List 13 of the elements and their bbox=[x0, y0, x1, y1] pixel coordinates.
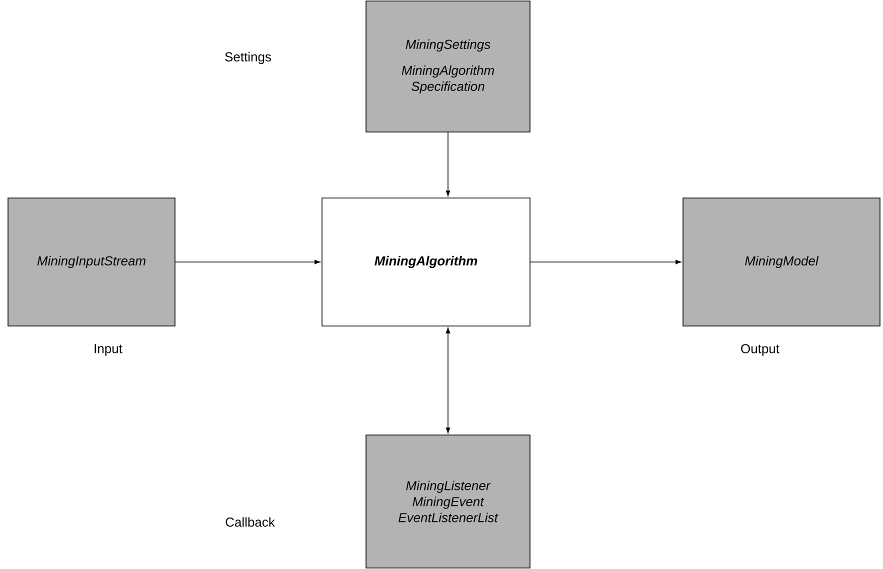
arrow bbox=[530, 260, 682, 264]
class-box: MiningSettings MiningAlgorithm Specification bbox=[366, 0, 530, 132]
arrow bbox=[446, 328, 450, 434]
side-label: Output bbox=[741, 344, 780, 356]
side-label: Settings bbox=[225, 52, 272, 64]
class-box: MiningListener MiningEvent EventListenerList bbox=[366, 434, 530, 568]
class-box: MiningModel bbox=[682, 198, 880, 326]
class-box: MiningInputStream bbox=[8, 198, 176, 326]
side-label: Callback bbox=[226, 517, 275, 527]
arrow bbox=[446, 132, 450, 196]
side-label: Input bbox=[94, 344, 122, 356]
central-box: MiningAlgorithm bbox=[322, 198, 530, 326]
arrow bbox=[175, 260, 320, 264]
